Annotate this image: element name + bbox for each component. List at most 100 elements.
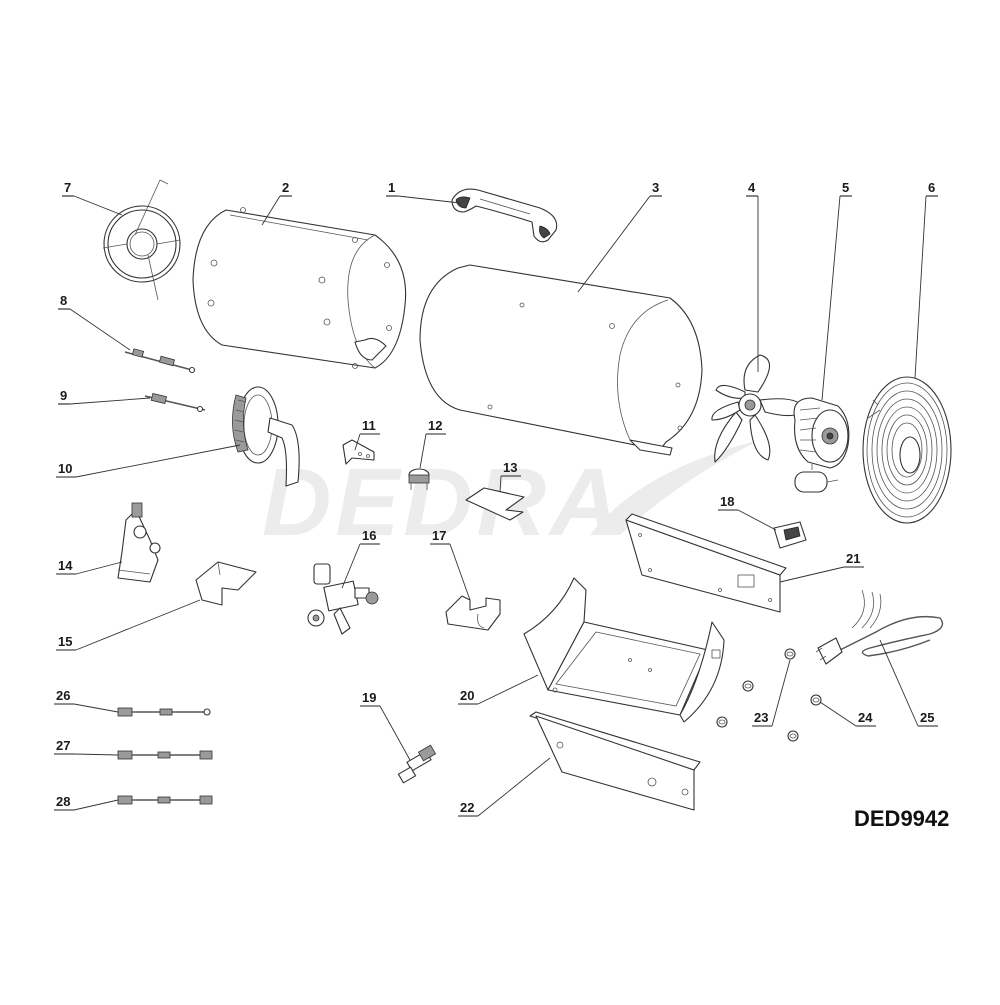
part-number-label: 24	[858, 710, 873, 725]
callout-4: 4	[746, 180, 759, 372]
part-5-motor-drawing	[793, 397, 850, 493]
part-10-burner-drawing	[232, 386, 300, 487]
part-number-label: 15	[58, 634, 72, 649]
leader-line	[73, 799, 119, 811]
part-18-switch-drawing	[773, 521, 807, 549]
callout-23: 23	[752, 659, 791, 727]
leader-line	[821, 195, 841, 401]
leader-line	[477, 674, 539, 705]
part-27-wire-drawing	[117, 750, 213, 760]
callout-20: 20	[458, 674, 539, 705]
part-number-label: 28	[56, 794, 70, 809]
part-13-plate-drawing	[465, 487, 525, 521]
callout-7: 7	[62, 180, 123, 216]
callout-19: 19	[360, 690, 411, 761]
callout-9: 9	[58, 388, 151, 405]
leader-line	[771, 659, 791, 727]
part-17-holder-drawing	[445, 595, 501, 631]
callout-12: 12	[419, 418, 446, 469]
part-number-label: 17	[432, 528, 446, 543]
part-9-electrode-drawing	[144, 393, 206, 413]
part-number-label: 26	[56, 688, 70, 703]
model-code: DED9942	[854, 806, 950, 831]
callout-17: 17	[430, 528, 471, 601]
callout-13: 13	[499, 460, 521, 493]
part-6-grille-drawing	[862, 376, 952, 524]
leader-line	[397, 195, 461, 204]
leader-line	[419, 433, 427, 469]
callout-25: 25	[879, 639, 938, 727]
callout-3: 3	[577, 180, 662, 293]
watermark-text: DEDRA	[262, 449, 623, 556]
part-26-wire-drawing	[117, 707, 211, 717]
leader-line	[737, 509, 777, 531]
callout-15: 15	[56, 599, 201, 651]
leader-line	[879, 639, 919, 727]
part-number-label: 3	[652, 180, 659, 195]
part-number-label: 8	[60, 293, 67, 308]
leader-line	[779, 566, 845, 583]
part-number-label: 22	[460, 800, 474, 815]
leader-line	[499, 475, 502, 493]
part-number-label: 7	[64, 180, 71, 195]
part-14-valve-bracket-drawing	[117, 502, 161, 583]
part-23-24-feet-drawing	[716, 648, 822, 742]
part-11-bracket-drawing	[342, 439, 375, 465]
part-21-top-panel-drawing	[625, 513, 787, 613]
leader-line	[75, 599, 201, 651]
watermark-swoosh	[590, 440, 760, 535]
part-16-gas-valve-drawing	[307, 563, 379, 635]
part-number-label: 16	[362, 528, 376, 543]
callout-10: 10	[56, 444, 241, 478]
callout-22: 22	[458, 757, 551, 817]
part-7-front-guard-drawing	[102, 179, 181, 301]
leader-line	[449, 543, 471, 601]
part-number-label: 18	[720, 494, 734, 509]
callout-28: 28	[54, 794, 119, 811]
part-number-label: 11	[362, 418, 376, 433]
part-number-label: 13	[503, 460, 517, 475]
leader-line	[261, 195, 281, 226]
part-15-support-bracket-drawing	[195, 561, 257, 606]
part-number-label: 1	[388, 180, 395, 195]
part-number-label: 14	[58, 558, 73, 573]
part-22-bottom-plate-drawing	[529, 711, 701, 811]
callout-11: 11	[354, 418, 380, 451]
part-2-rear-housing-drawing	[192, 207, 407, 369]
callout-16: 16	[341, 528, 380, 589]
callout-2: 2	[261, 180, 292, 226]
leader-line	[819, 701, 857, 727]
part-28-wire-drawing	[117, 795, 213, 805]
part-19-connector-drawing	[397, 744, 437, 784]
part-number-label: 21	[846, 551, 860, 566]
leader-line	[73, 703, 119, 713]
callout-27: 27	[54, 738, 119, 756]
callout-18: 18	[718, 494, 777, 531]
part-number-label: 25	[920, 710, 934, 725]
part-25-power-cord-drawing	[815, 589, 944, 665]
leader-line	[73, 195, 123, 216]
callout-8: 8	[58, 293, 131, 351]
callout-5: 5	[821, 180, 852, 401]
part-12-thermostat-drawing	[408, 468, 430, 490]
part-number-label: 20	[460, 688, 474, 703]
leader-line	[69, 397, 151, 405]
leader-line	[341, 543, 361, 589]
part-number-label: 5	[842, 180, 849, 195]
leader-line	[577, 195, 651, 293]
callout-6: 6	[914, 180, 938, 379]
part-number-label: 9	[60, 388, 67, 403]
leader-line	[914, 195, 927, 379]
leader-line	[379, 705, 411, 761]
leader-line	[75, 561, 123, 575]
leader-line	[69, 308, 131, 351]
part-number-label: 4	[748, 180, 756, 195]
leader-line	[73, 753, 119, 756]
leader-line	[354, 433, 361, 451]
part-20-base-frame-drawing	[523, 577, 725, 723]
callout-24: 24	[819, 701, 876, 727]
callout-26: 26	[54, 688, 119, 713]
